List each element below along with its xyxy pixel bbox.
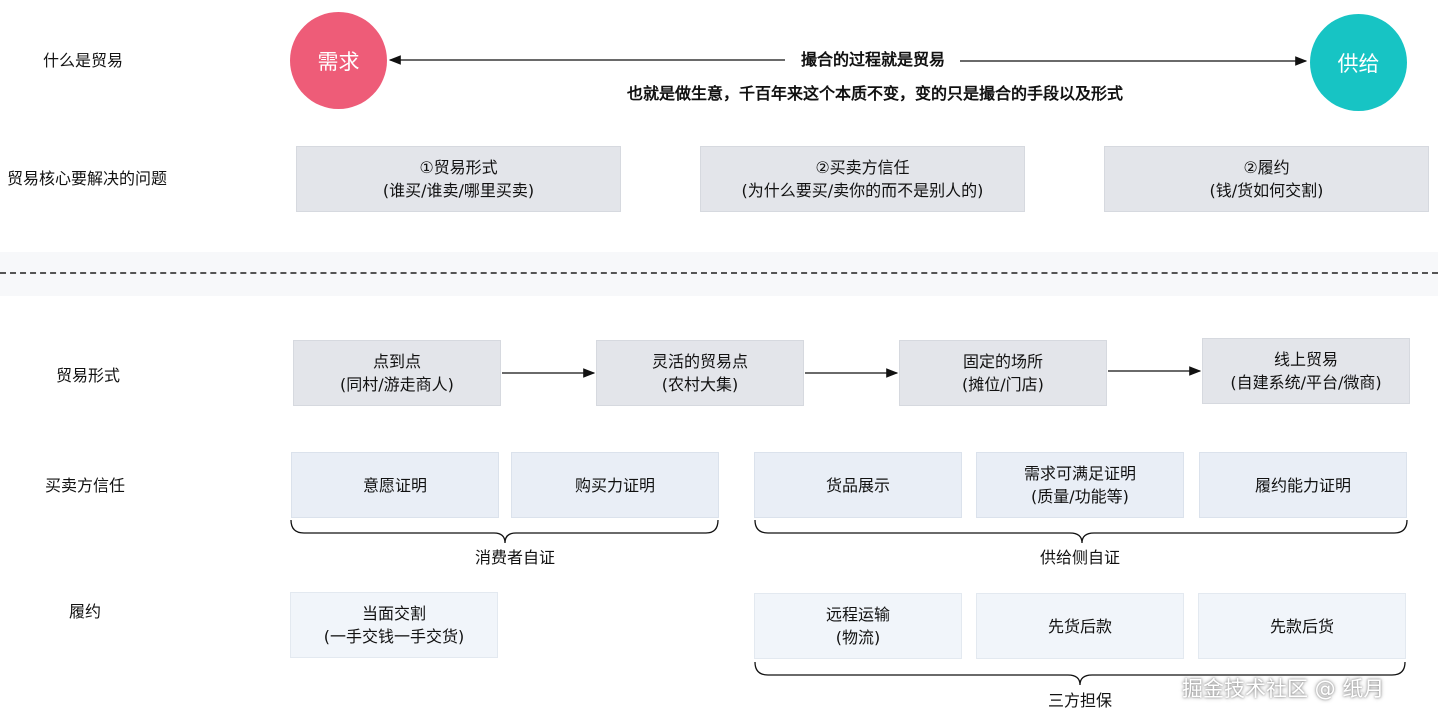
supply-circle: 供给: [1310, 14, 1407, 111]
fulfill-goods-first: 先货后款: [976, 593, 1184, 659]
form-fixed-place: 固定的场所 (摊位/门店): [899, 340, 1107, 406]
form-detail: (摊位/门店): [962, 375, 1044, 394]
demand-text: 需求: [317, 49, 360, 74]
form-title: 固定的场所: [962, 352, 1043, 371]
fulfill-face-to-face: 当面交割 (一手交钱一手交货): [290, 592, 498, 658]
row-label-trade-form: 贸易形式: [56, 366, 121, 385]
supply-text: 供给: [1337, 51, 1380, 76]
problem-detail: (钱/货如何交割): [1209, 181, 1324, 200]
form-detail: (同村/游走商人): [340, 375, 454, 394]
problem-detail: (谁买/谁卖/哪里买卖): [382, 181, 535, 200]
form-detail: (农村大集): [661, 375, 739, 394]
trust-item-detail: (质量/功能等): [1031, 487, 1129, 506]
problem-fulfillment: ②履约 (钱/货如何交割): [1104, 146, 1429, 212]
match-label: 撮合的过程就是贸易: [800, 50, 946, 69]
section-divider: [0, 272, 1438, 274]
row-label-fulfillment: 履约: [69, 602, 102, 621]
form-flexible-point: 灵活的贸易点 (农村大集): [596, 340, 804, 406]
consumer-brace: [290, 519, 719, 544]
consumer-caption: 消费者自证: [474, 548, 556, 567]
form-detail: (自建系统/平台/微商): [1230, 373, 1382, 392]
supplier-brace: [754, 519, 1408, 544]
subtitle: 也就是做生意，千百年来这个本质不变，变的只是撮合的手段以及形式: [626, 84, 1124, 103]
problem-detail: (为什么要买/卖你的而不是别人的): [741, 181, 984, 200]
form-title: 灵活的贸易点: [651, 352, 748, 371]
row-label-core-problems: 贸易核心要解决的问题: [7, 169, 168, 188]
fulfill-detail: (一手交钱一手交货): [323, 627, 465, 646]
fulfill-title: 先款后货: [1269, 616, 1334, 636]
trust-item: 意愿证明: [362, 475, 427, 495]
third-party-brace: [754, 661, 1406, 686]
fulfill-title: 当面交割: [361, 604, 426, 623]
fulfill-title: 远程运输: [825, 605, 890, 624]
trust-goods-display: 货品展示: [754, 452, 962, 518]
trust-item: 履约能力证明: [1254, 475, 1351, 495]
trust-demand-satisfiable: 需求可满足证明 (质量/功能等): [976, 452, 1184, 518]
problem-trust: ②买卖方信任 (为什么要买/卖你的而不是别人的): [700, 146, 1025, 212]
form-point-to-point: 点到点 (同村/游走商人): [293, 340, 501, 406]
fulfill-title: 先货后款: [1047, 616, 1112, 636]
problem-title: ②买卖方信任: [815, 158, 910, 177]
form-title: 点到点: [372, 352, 421, 371]
row-label-trust: 买卖方信任: [45, 476, 126, 495]
trust-item: 需求可满足证明: [1023, 464, 1136, 483]
trust-fulfillment-ability: 履约能力证明: [1199, 452, 1407, 518]
fulfill-remote-shipping: 远程运输 (物流): [754, 593, 962, 659]
trust-item: 货品展示: [825, 475, 890, 495]
supplier-caption: 供给侧自证: [1039, 548, 1121, 567]
fulfill-detail: (物流): [835, 628, 881, 647]
problem-title: ①贸易形式: [419, 158, 498, 177]
problem-trade-form: ①贸易形式 (谁买/谁卖/哪里买卖): [296, 146, 621, 212]
fulfill-payment-first: 先款后货: [1198, 593, 1406, 659]
trust-purchasing-power: 购买力证明: [511, 452, 719, 518]
demand-circle: 需求: [290, 12, 387, 109]
trust-willingness: 意愿证明: [291, 452, 499, 518]
third-party-caption: 三方担保: [1047, 691, 1113, 710]
form-title: 线上贸易: [1273, 350, 1338, 369]
watermark: 掘金技术社区 @ 纸月: [1182, 677, 1385, 701]
trust-item: 购买力证明: [574, 475, 655, 495]
problem-title: ②履约: [1243, 158, 1290, 177]
form-online: 线上贸易 (自建系统/平台/微商): [1202, 338, 1410, 404]
row-label-what-is-trade: 什么是贸易: [43, 51, 124, 70]
